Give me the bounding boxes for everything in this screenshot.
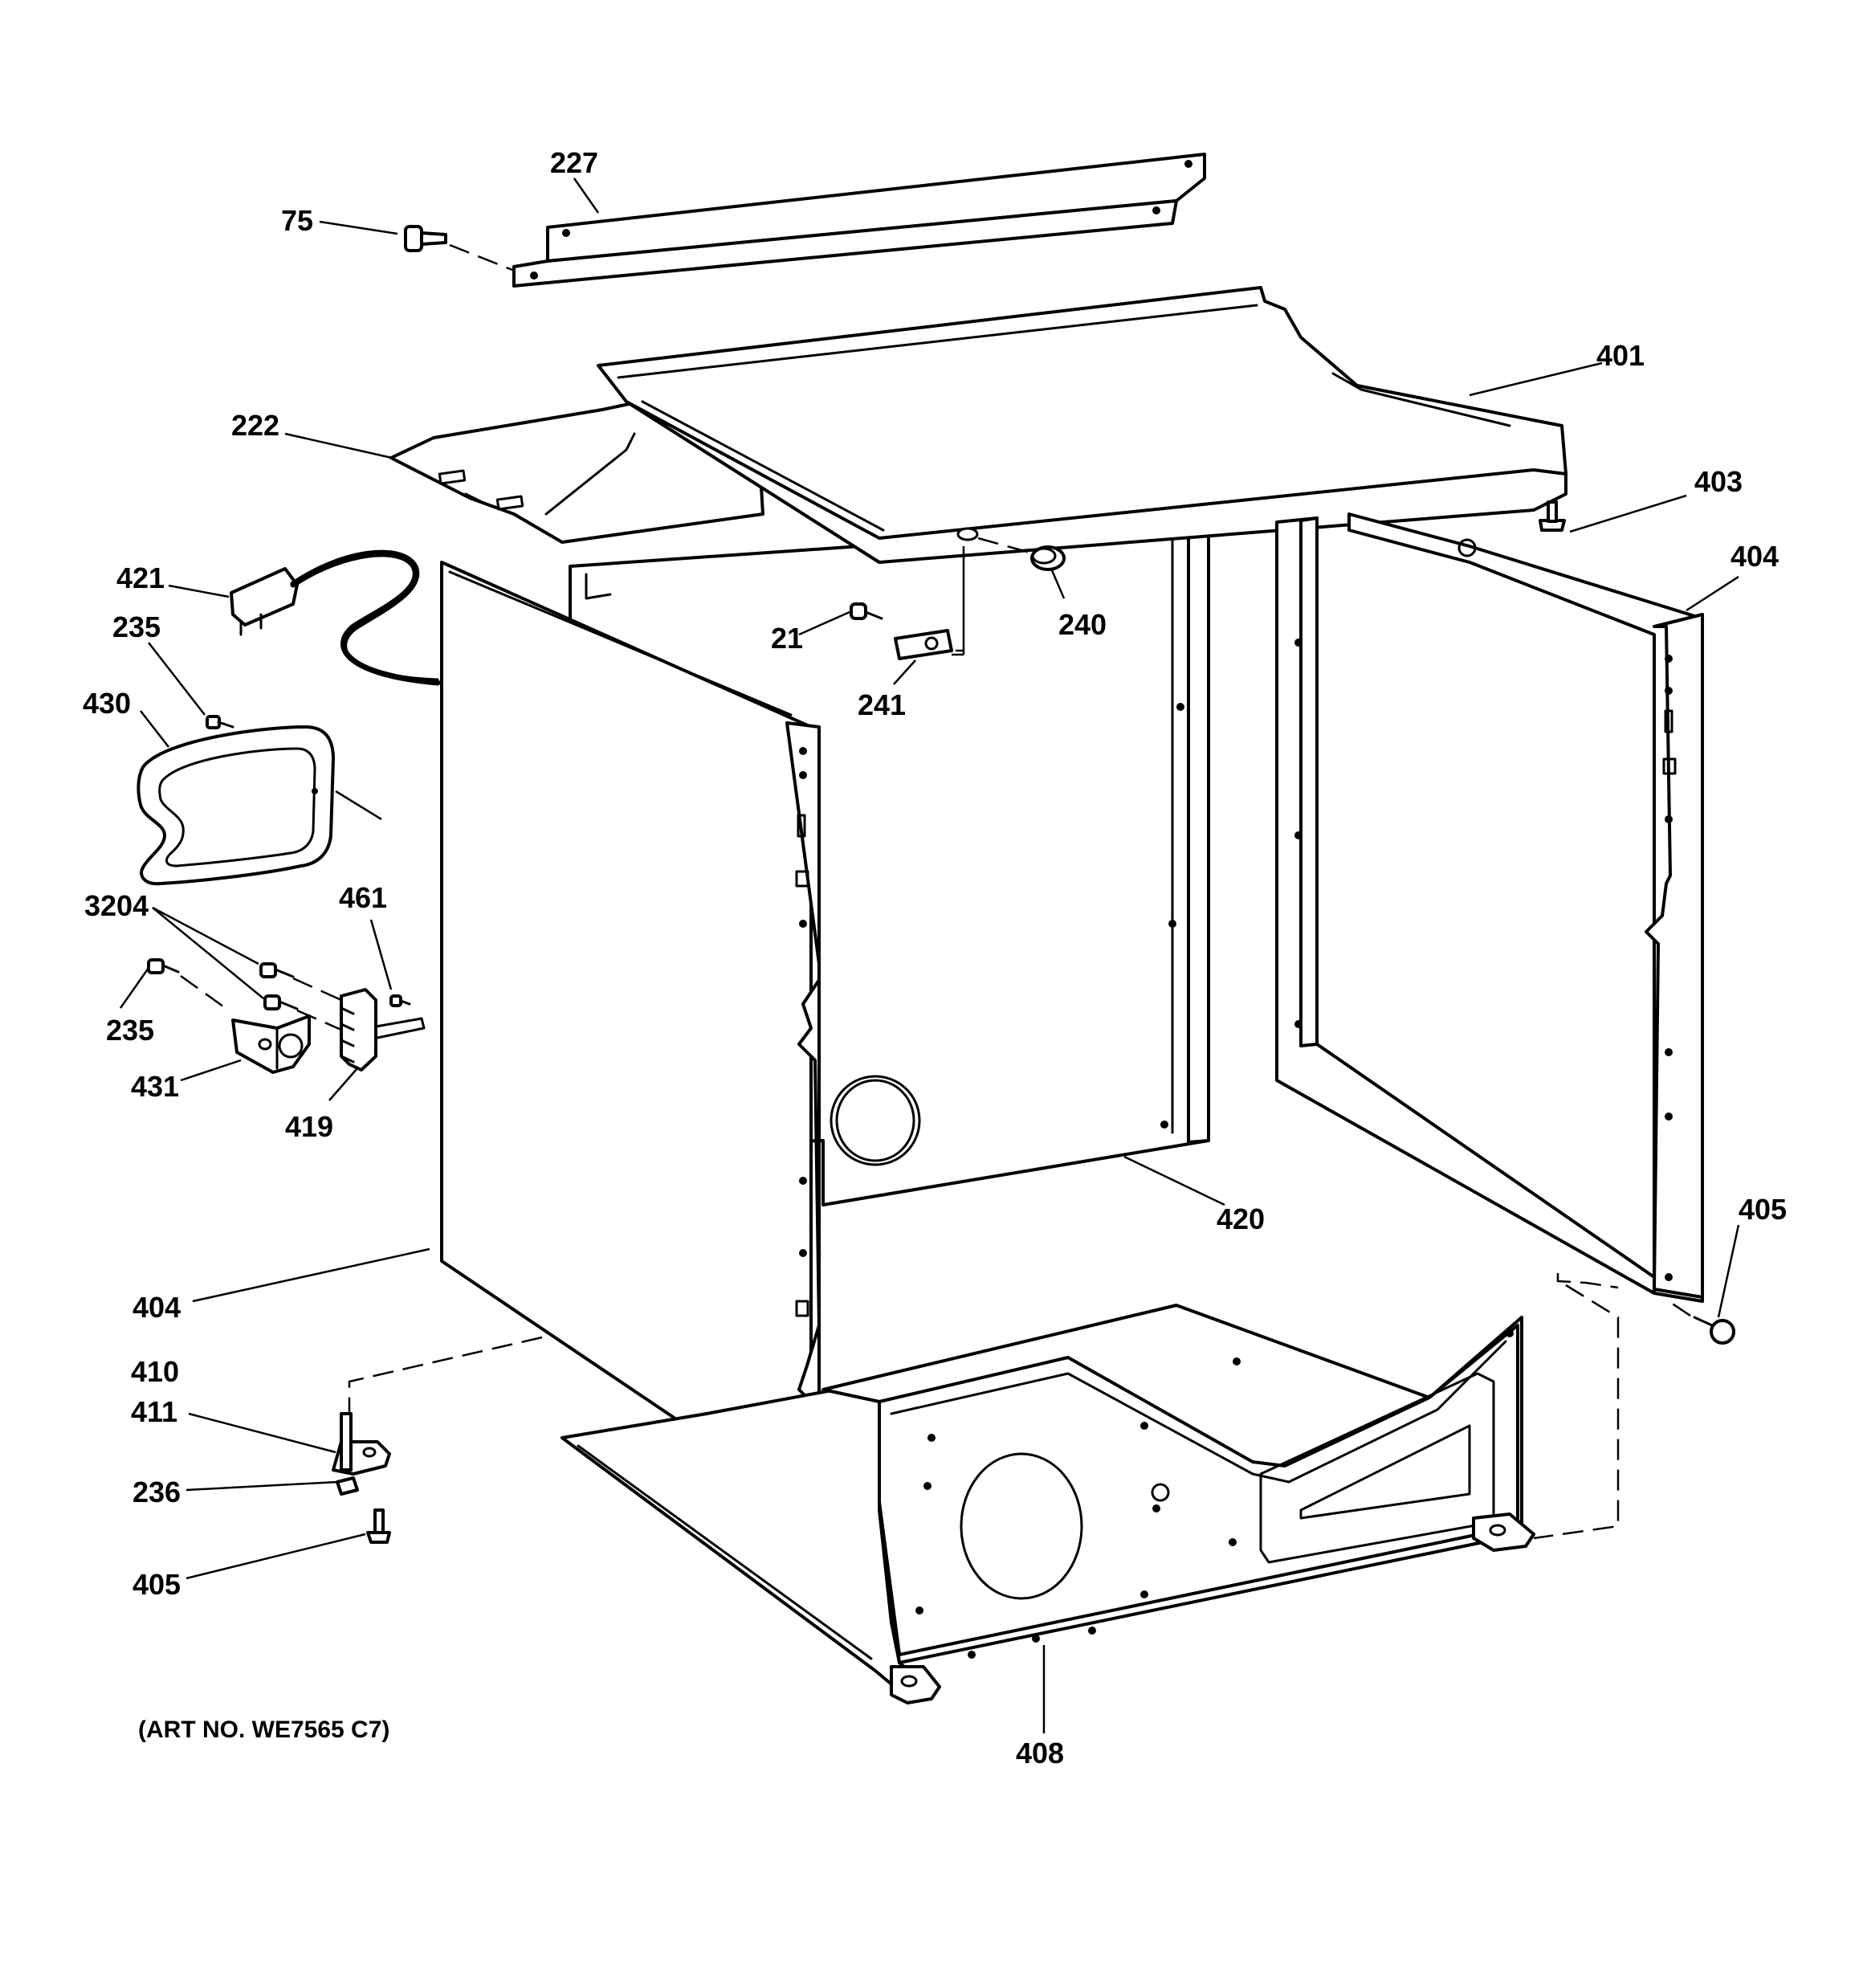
label-227: 227 xyxy=(550,146,598,179)
label-410: 410 xyxy=(131,1355,179,1388)
label-420: 420 xyxy=(1217,1202,1265,1235)
part-labels: 227 75 401 222 403 404 421 235 21 240 24… xyxy=(83,146,1787,1770)
label-411: 411 xyxy=(131,1395,177,1428)
part-461-screw xyxy=(389,994,411,1007)
alignment-lines xyxy=(348,546,1620,1540)
label-241: 241 xyxy=(858,688,906,721)
label-403: 403 xyxy=(1694,465,1743,498)
part-3204-screws xyxy=(259,962,299,1010)
part-75-screw xyxy=(404,225,513,271)
label-404-left: 404 xyxy=(132,1291,181,1324)
part-404-left-side-panel xyxy=(440,561,821,1512)
label-419: 419 xyxy=(285,1110,333,1143)
part-404-right-side-panel xyxy=(1275,512,1704,1303)
part-405-left-screw xyxy=(366,1508,391,1544)
label-421: 421 xyxy=(116,561,165,594)
part-21-screw xyxy=(850,602,883,620)
part-227-rear-bar xyxy=(512,153,1206,288)
part-419-terminal-block xyxy=(292,977,426,1072)
label-431: 431 xyxy=(131,1070,179,1103)
label-461: 461 xyxy=(339,881,387,914)
part-240-plug xyxy=(977,537,1066,571)
part-403-screw xyxy=(1539,500,1566,532)
part-241-bracket xyxy=(894,562,965,660)
label-222: 222 xyxy=(231,409,279,442)
label-408: 408 xyxy=(1016,1737,1064,1770)
label-236: 236 xyxy=(132,1476,181,1508)
label-401: 401 xyxy=(1596,339,1645,372)
part-421-power-cord xyxy=(230,549,441,686)
label-75: 75 xyxy=(281,204,313,237)
part-430-cover-plate xyxy=(137,725,382,886)
leader-lines xyxy=(119,178,1740,1733)
label-404-right: 404 xyxy=(1731,540,1779,573)
label-240: 240 xyxy=(1058,608,1107,641)
part-431-bracket xyxy=(231,1014,311,1074)
label-405-left: 405 xyxy=(132,1568,181,1601)
part-410-411-leveling-leg xyxy=(332,1412,391,1496)
label-235-bottom: 235 xyxy=(106,1014,154,1047)
label-21: 21 xyxy=(771,622,803,655)
part-408-base xyxy=(561,1304,1535,1704)
part-405-right-screw xyxy=(1665,1298,1735,1345)
part-401-top-panel xyxy=(597,286,1567,564)
part-235-top-screw xyxy=(206,715,234,729)
art-number: (ART NO. WE7565 C7) xyxy=(138,1717,389,1743)
label-430: 430 xyxy=(83,687,131,720)
label-3204: 3204 xyxy=(84,889,149,922)
label-405-right: 405 xyxy=(1739,1193,1787,1226)
label-235-top: 235 xyxy=(112,610,161,643)
part-235-bottom-screw xyxy=(147,958,230,1012)
